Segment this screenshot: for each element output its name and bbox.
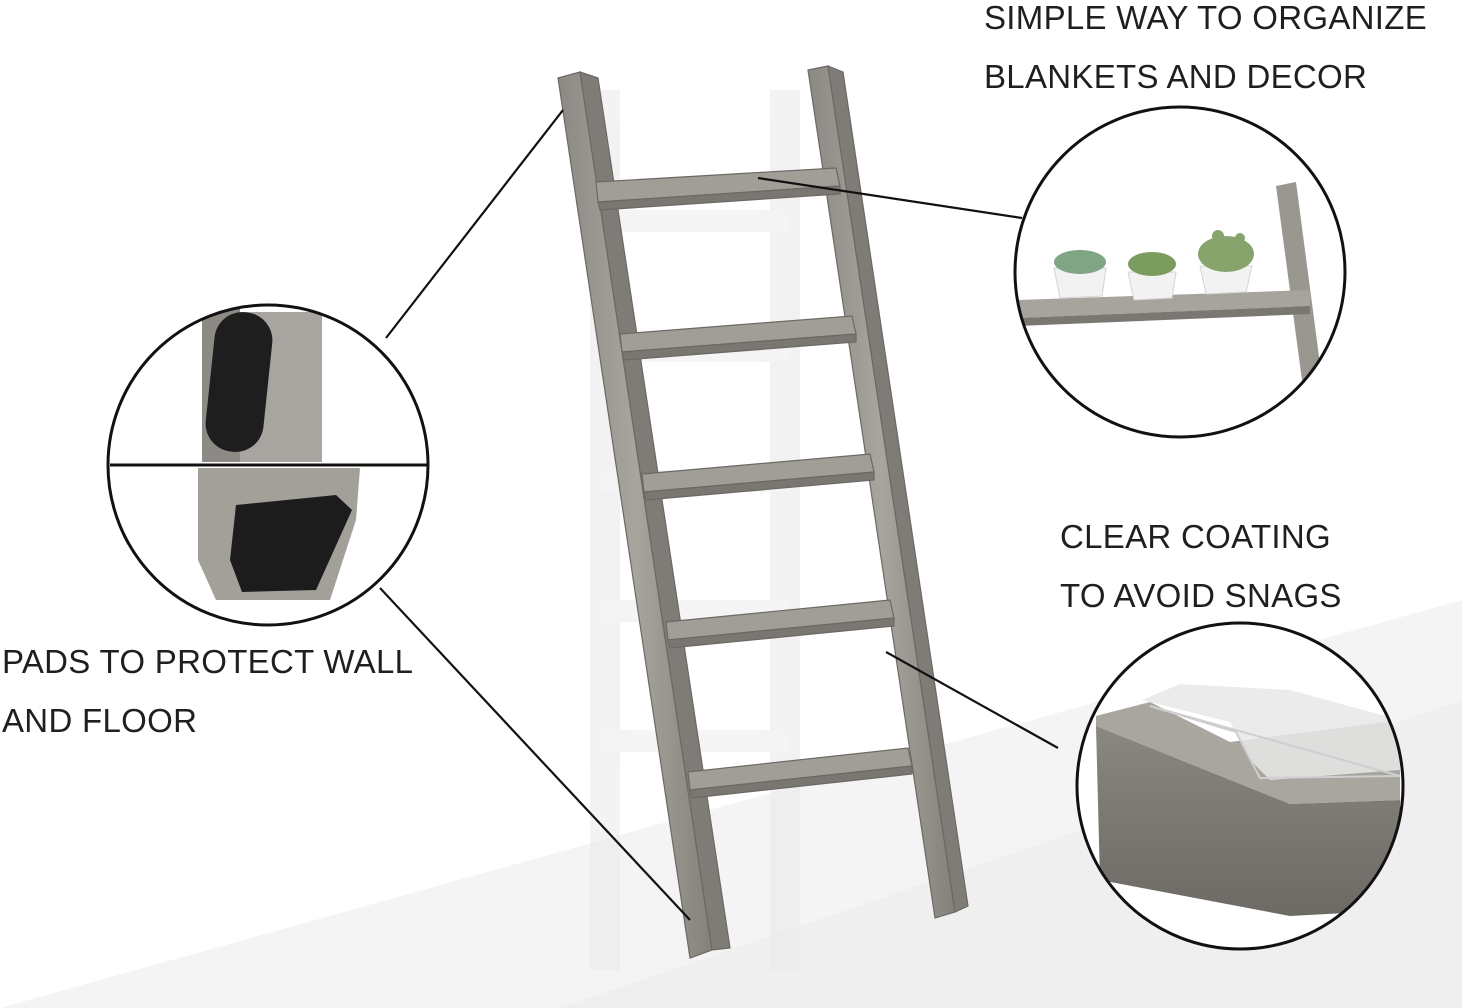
leader-lines bbox=[379, 109, 1059, 921]
caption-coating: CLEAR COATING TO AVOID SNAGS bbox=[1060, 507, 1342, 625]
ladder bbox=[557, 65, 969, 959]
pads-detail-circle bbox=[106, 303, 430, 627]
shelf-detail-circle bbox=[1013, 105, 1347, 439]
caption-coating-line1: CLEAR COATING bbox=[1060, 518, 1331, 555]
caption-organize-line2: BLANKETS AND DECOR bbox=[984, 58, 1368, 95]
caption-organize: SIMPLE WAY TO ORGANIZE BLANKETS AND DECO… bbox=[984, 0, 1427, 106]
caption-pads-line2: AND FLOOR bbox=[2, 702, 198, 739]
caption-pads-line1: PADS TO PROTECT WALL bbox=[2, 643, 414, 680]
caption-coating-line2: TO AVOID SNAGS bbox=[1060, 577, 1342, 614]
caption-organize-line1: SIMPLE WAY TO ORGANIZE bbox=[984, 0, 1428, 36]
caption-pads: PADS TO PROTECT WALL AND FLOOR bbox=[2, 632, 413, 750]
coating-detail-circle bbox=[1075, 621, 1405, 951]
